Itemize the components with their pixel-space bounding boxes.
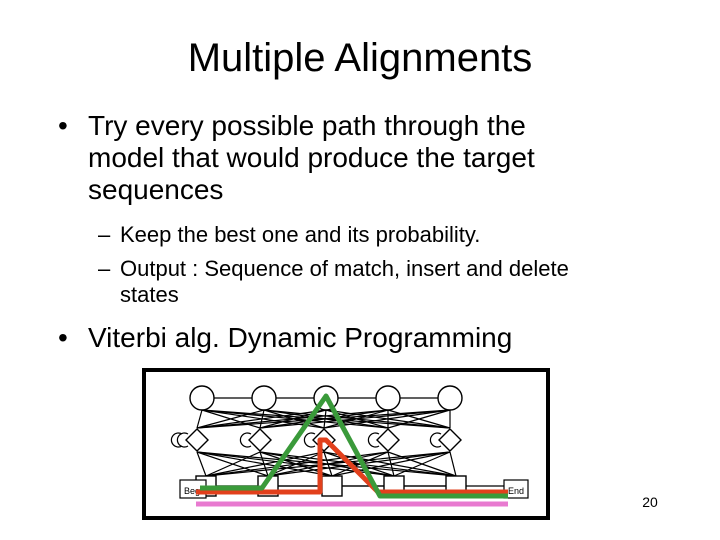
delete-state	[251, 385, 277, 411]
insert-state	[248, 428, 272, 452]
bullet-marker: •	[58, 110, 68, 141]
transition-edge	[205, 451, 261, 477]
transition-edge	[196, 451, 207, 477]
delete-state	[375, 385, 401, 411]
transition-edge	[196, 409, 265, 429]
self-loop	[176, 432, 189, 448]
subbullet-2-text: Output : Sequence of match, insert and d…	[120, 256, 569, 307]
transition-edge	[323, 409, 451, 429]
transition-edge	[205, 451, 451, 477]
insert-state	[376, 428, 400, 452]
self-loop	[303, 432, 316, 448]
bullet-1-text: Try every possible path through the mode…	[88, 110, 535, 205]
subbullet-marker: –	[98, 222, 111, 247]
path-green	[200, 393, 508, 499]
transition-edge	[387, 409, 451, 429]
self-loop	[239, 432, 252, 448]
insert-state	[438, 428, 462, 452]
end-state	[503, 479, 529, 499]
self-loop	[170, 432, 183, 448]
delete-state	[437, 385, 463, 411]
bullet-2: • Viterbi alg. Dynamic Programming	[58, 322, 658, 354]
transition-edge	[267, 451, 451, 477]
bullet-marker: •	[58, 322, 68, 353]
transition-edge	[196, 409, 327, 429]
transition-edge	[449, 451, 457, 477]
viterbi-paths	[196, 393, 508, 507]
transition-edge	[331, 451, 451, 477]
match-state	[321, 475, 343, 497]
transition-edge	[393, 451, 451, 477]
profile-hmm-diagram: Begin End	[142, 368, 550, 525]
insert-state	[185, 428, 209, 452]
transition-edge	[205, 451, 325, 477]
bullet-2-text: Viterbi alg. Dynamic Programming	[88, 322, 513, 353]
transition-edge	[196, 409, 389, 429]
subbullet-2: – Output : Sequence of match, insert and…	[98, 256, 618, 308]
transition-edge	[259, 409, 451, 429]
self-loop	[429, 432, 442, 448]
end-state-label: End	[508, 486, 524, 496]
state-transitions	[196, 397, 508, 487]
bullet-1: • Try every possible path through the mo…	[58, 110, 618, 206]
subbullet-marker: –	[98, 256, 111, 281]
page-number: 20	[642, 494, 658, 510]
path-red	[196, 437, 508, 495]
transition-edge	[196, 409, 451, 429]
begin-state-label: Begin	[184, 486, 207, 496]
delete-state	[189, 385, 215, 411]
self-loop	[367, 432, 380, 448]
subbullet-1-text: Keep the best one and its probability.	[120, 222, 481, 247]
subbullet-1: – Keep the best one and its probability.	[98, 222, 618, 248]
hmm-path-figure: Begin End	[142, 368, 550, 520]
transition-edge	[196, 409, 203, 429]
slide-title: Multiple Alignments	[187, 36, 533, 80]
